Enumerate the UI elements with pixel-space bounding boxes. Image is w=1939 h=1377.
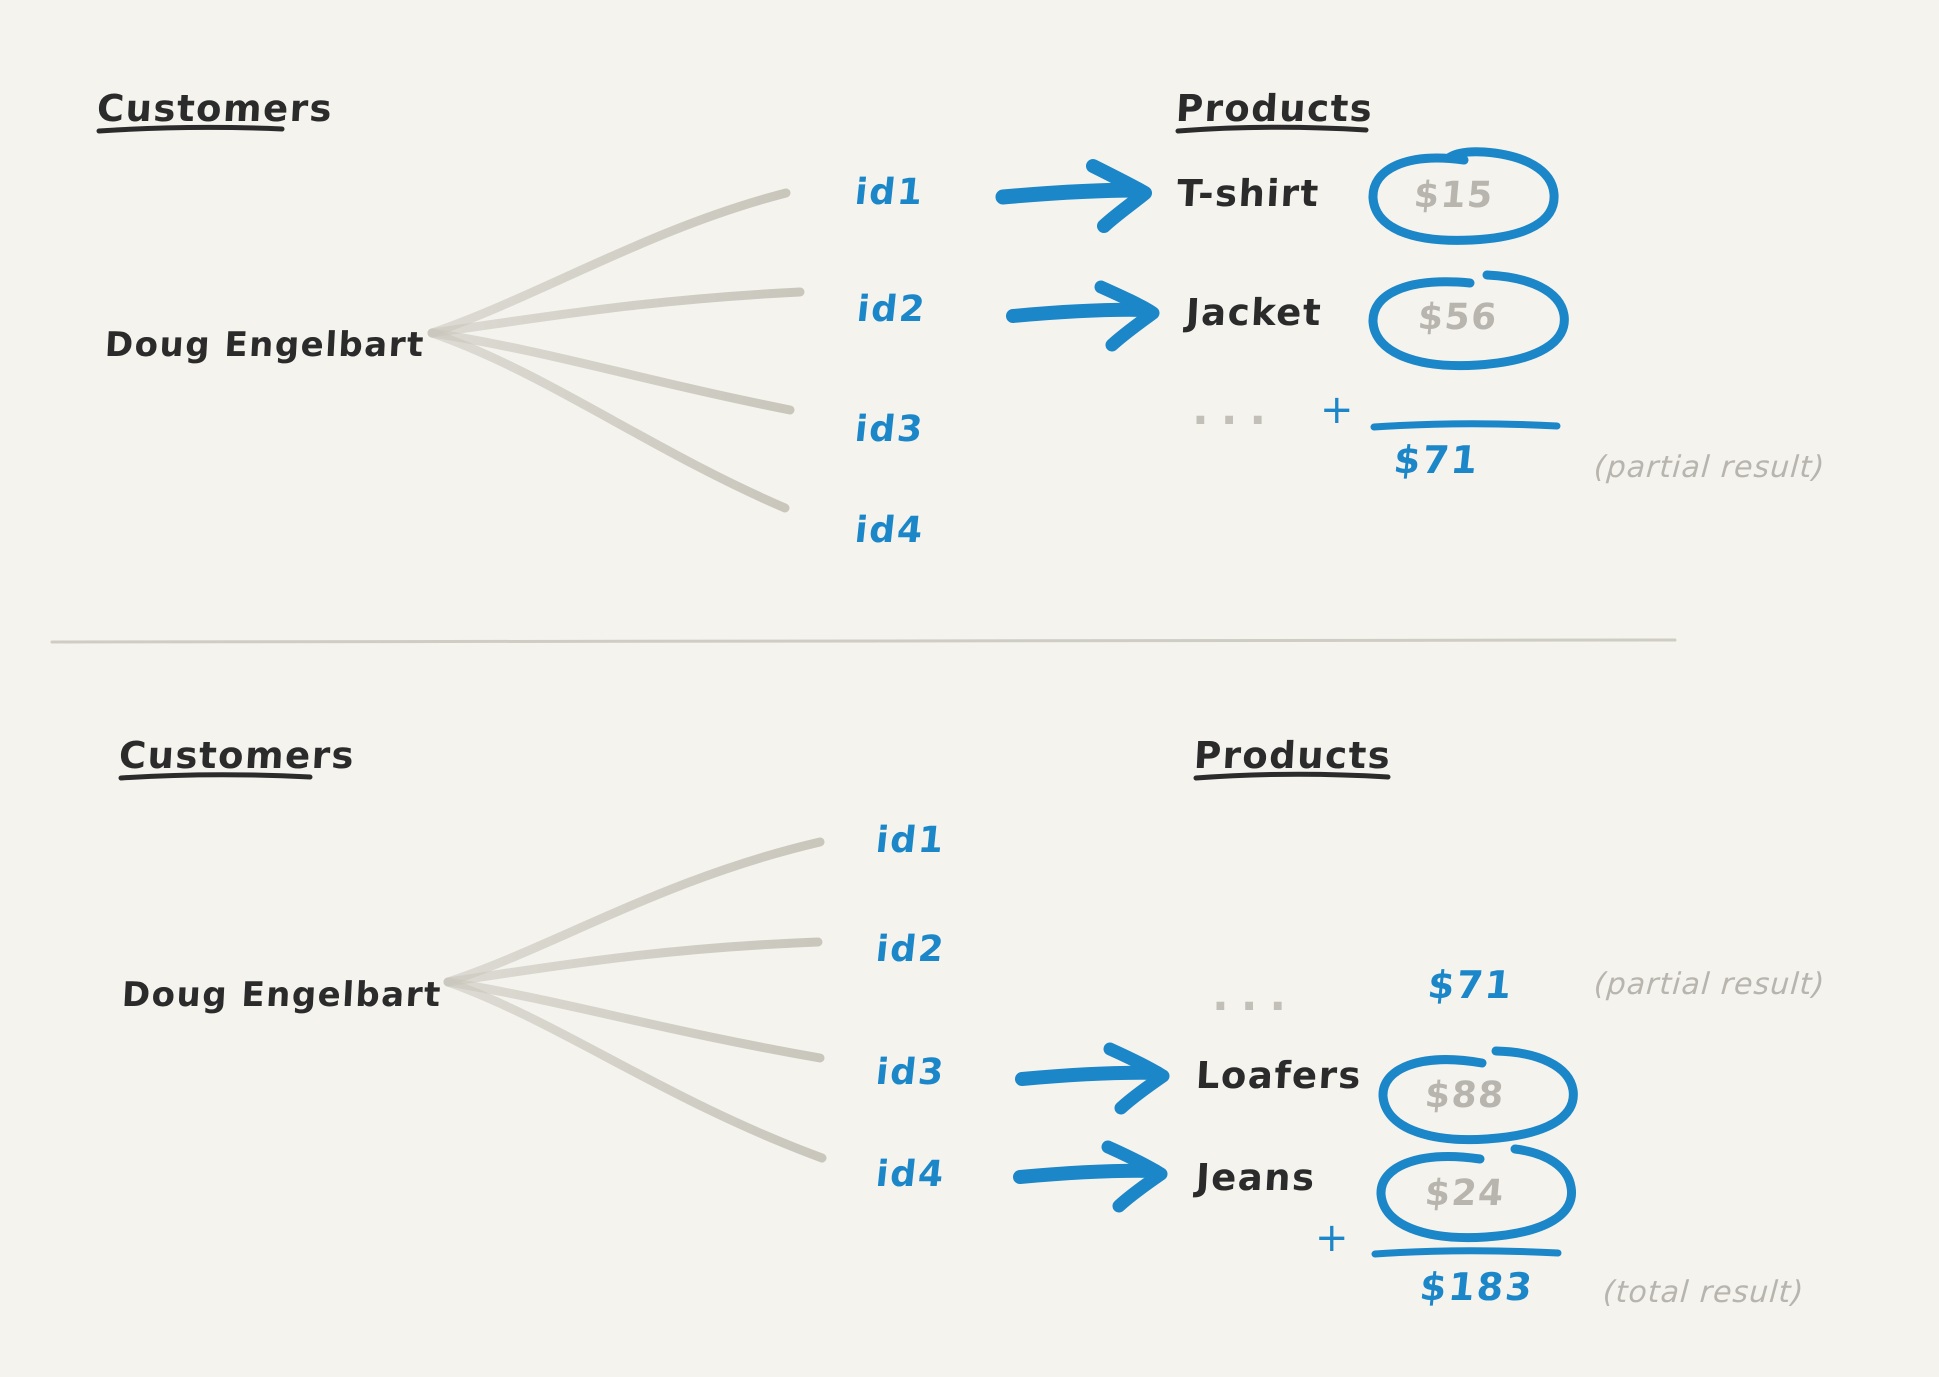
products-header-bottom: Products bbox=[1192, 734, 1393, 777]
arrow-id1-tshirt bbox=[995, 159, 1152, 233]
arrow-id2-jacket bbox=[1006, 280, 1160, 352]
plus-sign-bottom: + bbox=[1315, 1215, 1349, 1261]
id-label-bottom-1[interactable]: id2 bbox=[873, 929, 948, 970]
id-label-bottom-3[interactable]: id4 bbox=[873, 1154, 948, 1195]
sum-bar-bottom bbox=[1371, 1247, 1562, 1258]
total-result-note: (total result) bbox=[1601, 1275, 1806, 1310]
sum-bar-top bbox=[1370, 420, 1561, 431]
id-label-bottom-0[interactable]: id1 bbox=[873, 820, 948, 861]
id-label-top-0[interactable]: id1 bbox=[852, 172, 927, 213]
id-label-bottom-2[interactable]: id3 bbox=[873, 1052, 948, 1093]
products-header-top: Products bbox=[1174, 87, 1375, 130]
partial-result-note-top: (partial result) bbox=[1592, 450, 1827, 485]
fan-curves-top bbox=[427, 188, 805, 513]
carried-partial-note-bottom: (partial result) bbox=[1592, 967, 1827, 1002]
partial-result-value-top: $71 bbox=[1391, 438, 1482, 482]
product-name-bottom-3: Jeans bbox=[1194, 1156, 1317, 1199]
product-name-top-0: T-shirt bbox=[1175, 172, 1321, 215]
price-bottom-2: $88 bbox=[1423, 1075, 1507, 1116]
customers-header-top: Customers bbox=[95, 87, 335, 130]
carried-partial-value-bottom: $71 bbox=[1425, 963, 1516, 1007]
product-name-top-1: Jacket bbox=[1184, 291, 1324, 334]
total-result-value: $183 bbox=[1417, 1265, 1537, 1309]
customers-header-bottom: Customers bbox=[117, 734, 357, 777]
customer-name-bottom: Doug Engelbart bbox=[120, 975, 443, 1015]
ellipsis-top: ... bbox=[1192, 384, 1279, 435]
arrow-id4-jeans bbox=[1013, 1140, 1168, 1213]
id-label-top-2[interactable]: id3 bbox=[852, 409, 927, 450]
arrow-id3-loafers bbox=[1015, 1042, 1170, 1115]
ellipsis-bottom: ... bbox=[1212, 970, 1299, 1021]
fan-curves-bottom bbox=[443, 837, 827, 1163]
id-label-top-3[interactable]: id4 bbox=[852, 510, 927, 551]
section-divider bbox=[50, 638, 1677, 644]
price-top-0: $15 bbox=[1412, 175, 1496, 216]
customer-name-top: Doug Engelbart bbox=[103, 325, 426, 365]
id-label-top-1[interactable]: id2 bbox=[854, 289, 929, 330]
price-top-1: $56 bbox=[1416, 297, 1500, 338]
price-bottom-3: $24 bbox=[1423, 1173, 1507, 1214]
plus-sign-top: + bbox=[1320, 387, 1354, 433]
product-name-bottom-2: Loafers bbox=[1194, 1054, 1364, 1097]
